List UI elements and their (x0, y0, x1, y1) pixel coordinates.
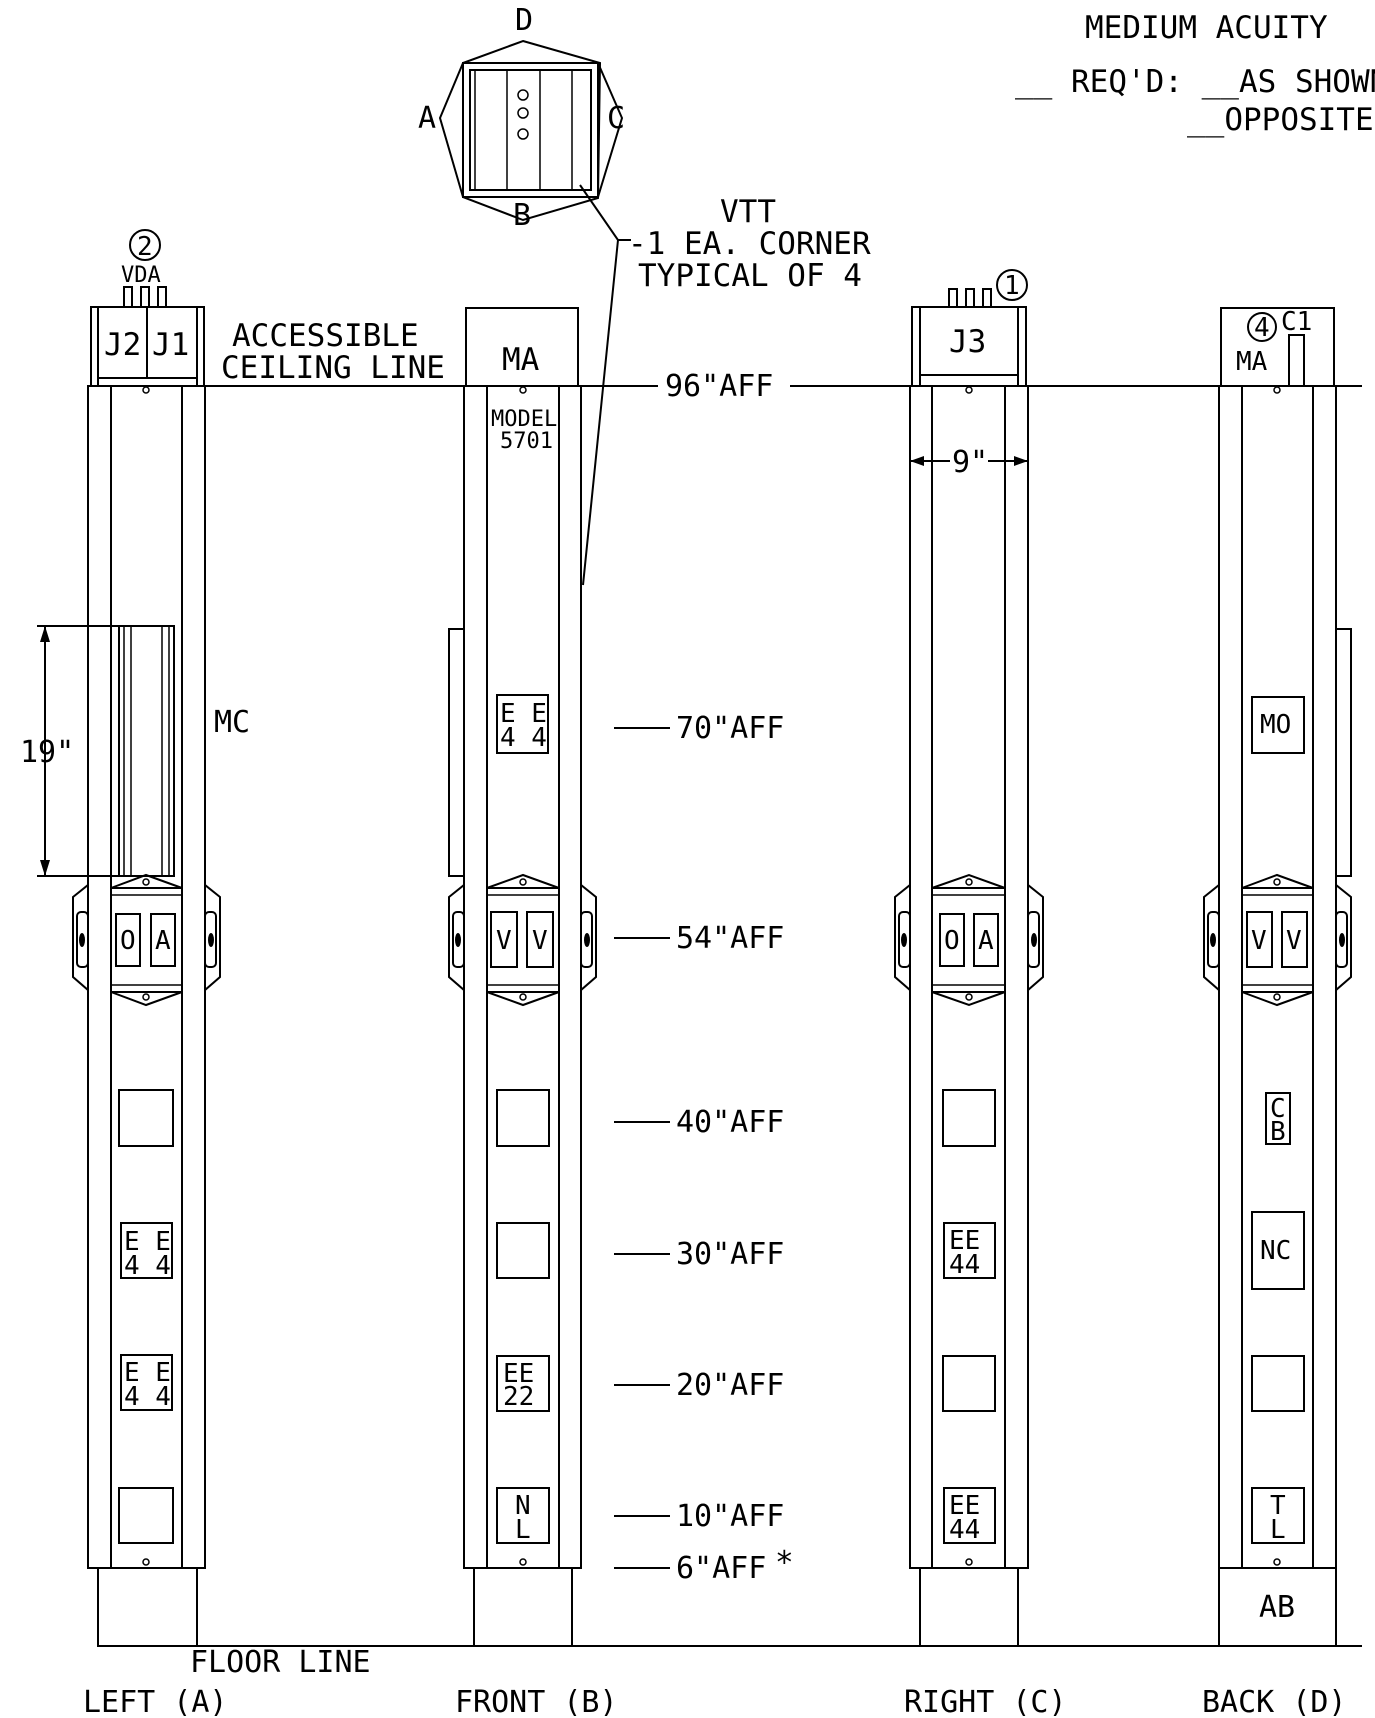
back-v1: V (1251, 926, 1267, 956)
tower-right-c: J3 1 9" O A (894, 269, 1067, 1718)
front-model-number: 5701 (500, 429, 553, 454)
front-model: MODEL (491, 407, 557, 432)
height-96-label: 96"AFF (665, 369, 773, 404)
header-opposite: __OPPOSITE (1187, 102, 1374, 138)
right-ee-bot-2: 44 (949, 1515, 980, 1545)
height-6-star: * (775, 1545, 794, 1581)
back-mo: MO (1260, 710, 1291, 740)
back-c: C (1270, 1094, 1286, 1124)
left-ee-top-2: E E (124, 1358, 171, 1388)
back-c1: C1 (1281, 307, 1312, 337)
view-label-left: LEFT (A) (83, 1685, 228, 1718)
height-20-label: 20"AFF (676, 1368, 784, 1403)
left-mc-label: MC (214, 705, 250, 740)
right-o: O (944, 926, 960, 956)
right-j3: J3 (949, 324, 986, 360)
right-dim-9: 9" (952, 445, 988, 480)
front-v2: V (532, 926, 548, 956)
height-6-label: 6"AFF (676, 1551, 766, 1586)
note-1-number: 1 (1004, 271, 1020, 301)
front-ee22-top: EE (503, 1359, 534, 1389)
height-70-label: 70"AFF (676, 711, 784, 746)
plan-label-d: D (515, 3, 533, 38)
note-4-number: 4 (1254, 313, 1270, 343)
back-b: B (1270, 1117, 1286, 1147)
tower-front-b: MA MODEL 5701 E E 4 4 V V (448, 307, 618, 1718)
height-10-label: 10"AFF (676, 1499, 784, 1534)
back-l: L (1270, 1515, 1286, 1545)
tower-left-a: J2 J1 VDA 2 MC 19" (20, 229, 250, 1718)
vtt-line2: TYPICAL OF 4 (638, 258, 862, 294)
plan-label-a: A (418, 101, 436, 136)
view-label-front: FRONT (B) (455, 1685, 618, 1718)
back-t: T (1270, 1491, 1286, 1521)
header-title: MEDIUM ACUITY (1085, 10, 1328, 46)
front-ee-bot: 4 4 (500, 723, 547, 753)
view-label-right: RIGHT (C) (904, 1685, 1067, 1718)
plan-label-c: C (607, 101, 625, 136)
front-ma: MA (502, 342, 540, 378)
note-1-circle (996, 269, 1028, 301)
right-ee-bot-1: 44 (949, 1250, 980, 1280)
height-54-label: 54"AFF (676, 921, 784, 956)
back-nc: NC (1260, 1236, 1291, 1266)
left-ee-top-1: E E (124, 1227, 171, 1257)
ceiling-line-label-1: ACCESSIBLE (232, 318, 419, 354)
back-v2: V (1286, 926, 1302, 956)
left-o: O (120, 926, 136, 956)
vtt-title: VTT (720, 194, 776, 230)
front-ee22-bot: 22 (503, 1382, 534, 1412)
front-n: N (515, 1491, 531, 1521)
front-l: L (515, 1515, 531, 1545)
plan-view: D A C B (418, 3, 625, 233)
note-4-circle (1247, 312, 1277, 342)
tower-back-d: 4 C1 MA AB MO V V C B NC (1202, 307, 1352, 1718)
right-ee-top-2: EE (949, 1491, 980, 1521)
front-ee-top: E E (500, 699, 547, 729)
view-label-back: BACK (D) (1202, 1685, 1347, 1718)
left-ee-bot-1: 4 4 (124, 1251, 171, 1281)
left-ee-bot-2: 4 4 (124, 1382, 171, 1412)
note-2-number: 2 (137, 232, 153, 262)
height-40-label: 40"AFF (676, 1105, 784, 1140)
left-a: A (155, 926, 171, 956)
left-dim-19: 19" (20, 735, 74, 770)
header-reqd: __ REQ'D: __AS SHOWN (1015, 64, 1375, 100)
right-ee-top-1: EE (949, 1226, 980, 1256)
height-callouts: 70"AFF 54"AFF 40"AFF 30"AFF 20"AFF 10"AF… (614, 711, 794, 1586)
back-ab: AB (1259, 1590, 1295, 1625)
vtt-line1: -1 EA. CORNER (628, 226, 871, 262)
right-a: A (978, 926, 994, 956)
plan-label-b: B (513, 198, 531, 233)
ceiling-line-label-2: CEILING LINE (221, 350, 445, 386)
floor-line-label: FLOOR LINE (190, 1645, 371, 1680)
back-ma: MA (1236, 347, 1268, 377)
left-j1: J1 (152, 327, 189, 363)
height-30-label: 30"AFF (676, 1237, 784, 1272)
front-v1: V (496, 926, 512, 956)
left-vda-label: VDA (121, 263, 161, 288)
left-j2: J2 (104, 327, 141, 363)
note-2-circle (129, 229, 161, 261)
